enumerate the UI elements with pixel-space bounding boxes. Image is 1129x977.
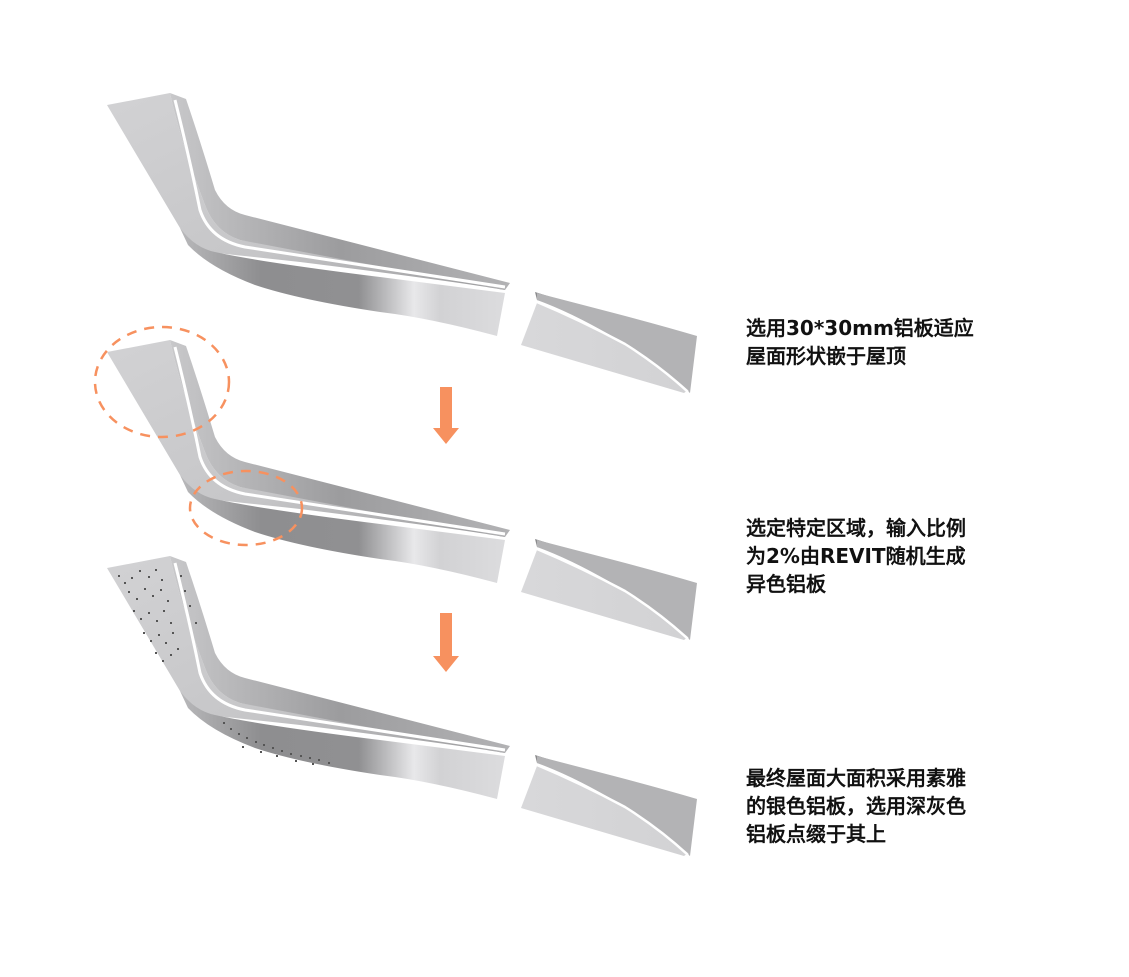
roof-model-step-3: [105, 554, 699, 858]
caption-line: 的银色铝板，选用深灰色: [746, 794, 966, 818]
arrow-down-icon: [433, 613, 459, 672]
caption-line: 屋面形状嵌于屋顶: [746, 344, 906, 368]
roof-model-step-2: [93, 325, 699, 642]
caption-line: 选用30*30mm铝板适应: [746, 316, 974, 340]
caption-line: 铝板点缀于其上: [746, 822, 886, 846]
arrow-down-icon: [433, 387, 459, 444]
roof-model-step-1: [105, 91, 699, 395]
highlight-ellipse-upper: [93, 325, 231, 439]
caption-line: 为2%由REVIT随机生成: [746, 544, 966, 568]
caption-line: 最终屋面大面积采用素雅: [746, 766, 966, 790]
caption-line: 选定特定区域，输入比例: [746, 516, 966, 540]
step-3-caption: 最终屋面大面积采用素雅 的银色铝板，选用深灰色 铝板点缀于其上: [746, 764, 1016, 848]
step-2-caption: 选定特定区域，输入比例 为2%由REVIT随机生成 异色铝板: [746, 514, 1016, 598]
step-1-caption: 选用30*30mm铝板适应 屋面形状嵌于屋顶: [746, 314, 1016, 370]
dark-panel-dots: [118, 569, 330, 765]
caption-line: 异色铝板: [746, 572, 826, 596]
highlight-ellipse-curve: [188, 469, 304, 547]
